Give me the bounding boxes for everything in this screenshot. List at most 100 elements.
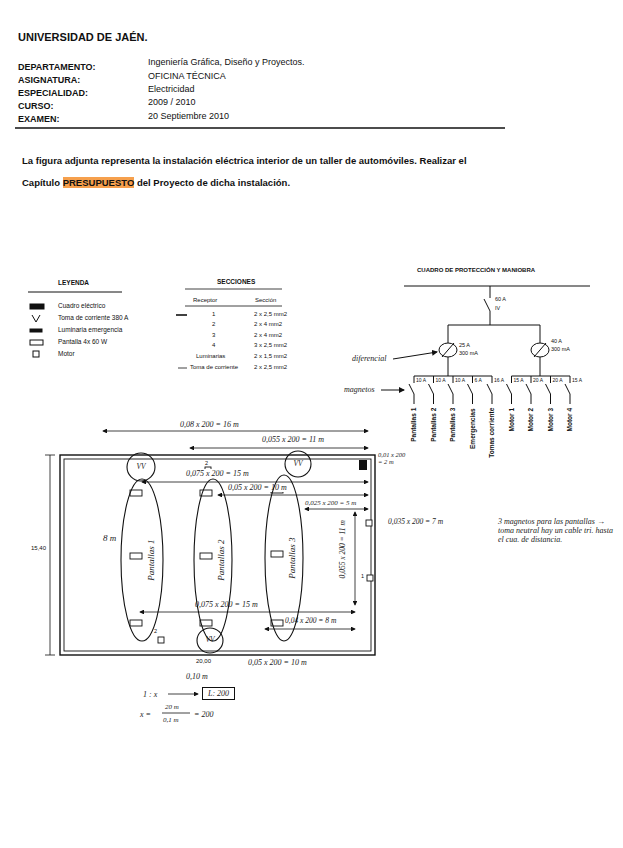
header-field: CURSO:: [18, 101, 54, 111]
breaker-rating: 300 mA: [459, 350, 478, 356]
workshop-wall: [60, 455, 375, 655]
panel-wiring: [414, 394, 415, 404]
legend-symbol: [33, 351, 39, 357]
dimension-line: [218, 495, 368, 496]
breaker-rating: 300 mA: [551, 346, 570, 352]
legend-symbol: [28, 292, 122, 357]
dimension-text: 0,08 x 200 = 16 m: [180, 420, 239, 429]
emergency-circle: VV: [126, 452, 156, 482]
node-outline: [194, 479, 232, 641]
emergency-circle: VV: [284, 450, 312, 478]
panel-wiring: [429, 384, 434, 394]
fixture-symbol: [200, 553, 212, 559]
dimension-line: [190, 448, 368, 449]
emergency-label: VV: [136, 463, 145, 472]
fixture-symbol: [130, 487, 283, 626]
panel-wiring: [381, 390, 404, 391]
handwritten-calc: 0,10 m: [186, 672, 208, 681]
handwritten-calc: 15,40: [31, 545, 46, 552]
table-cell: Toma de corriente: [190, 364, 238, 371]
panel-wiring: [381, 286, 590, 404]
panel-wiring: [448, 325, 449, 343]
table-heading: LEYENDA: [58, 279, 89, 286]
panel-wiring: [409, 384, 414, 394]
statement-paragraph: La figura adjunta representa la instalac…: [22, 150, 522, 194]
table-rule: [185, 306, 282, 307]
dimension-line: [45, 455, 55, 456]
table-cell: Receptor: [193, 297, 217, 304]
node-outline: [197, 628, 223, 653]
table-cell: 2 x 2,5 mm2: [254, 311, 287, 318]
switchboard-symbol: [359, 460, 367, 470]
dimension-text: 0,01 x 200 = 2 m: [378, 451, 406, 466]
dimension-text: 0,075 x 200 = 15 m: [186, 469, 249, 478]
table-cell: Sección: [255, 297, 276, 304]
panel-wiring: [492, 394, 493, 404]
table-cell: 2 x 2,5 mm2: [254, 364, 287, 371]
legend-symbol: [32, 315, 40, 322]
handwritten-calc: 0,1 m: [163, 716, 179, 724]
outlet-symbol: [367, 575, 373, 581]
dimension-text: 0,035 x 200 = 7 m: [388, 518, 443, 527]
panel-wiring: [492, 376, 493, 383]
group-label: Pantallas 1: [147, 539, 157, 580]
dimension-text: 0,04 x 200 = 8 m: [285, 617, 336, 626]
panel-wiring: [531, 394, 532, 404]
table-cell: 2: [212, 321, 215, 328]
dimension-line: [140, 612, 355, 613]
header-field: OFICINA TÉCNICA: [148, 71, 226, 81]
dimension-text: 0,025 x 200 = 5 m: [305, 499, 356, 507]
circuit-name: Tomas corriente: [488, 408, 495, 458]
circuit-name: Pantallas 2: [430, 408, 437, 442]
node-outline: [265, 475, 303, 641]
breaker-rating: 15 A: [514, 378, 524, 384]
panel-wiring: [540, 325, 541, 343]
emergency-label: VV: [293, 460, 302, 469]
handwritten-calc: 8 m: [103, 533, 116, 543]
dimension-line: [355, 512, 356, 605]
panel-wiring: [433, 376, 434, 383]
workshop-wall: [64, 459, 371, 651]
dimension-text: 0,055 x 200 = 11 m: [262, 435, 324, 444]
dimension-text: 0,05 x 200 = 10 m: [248, 658, 307, 667]
panel-wiring: [439, 343, 457, 357]
node-outline: [193, 478, 233, 642]
table-cell: 4: [212, 342, 215, 349]
legend-symbol: [30, 329, 42, 332]
scale-label: L: 200: [208, 689, 229, 698]
legend-text: Pantalla 4x 60 W: [58, 338, 107, 345]
panel-wiring: [414, 376, 415, 383]
outlet-symbol: [158, 467, 373, 643]
header-field: DEPARTAMENTO:: [18, 62, 96, 72]
table-cell: 3: [212, 332, 215, 339]
table-cell: 2 x 1,5 mm2: [254, 353, 287, 360]
lamp-group-ellipse: Pantallas 1: [120, 478, 164, 642]
node-outline: [285, 451, 311, 477]
panel-wiring: [468, 384, 473, 394]
university-name: UNIVERSIDAD DE JAÉN.: [18, 31, 148, 44]
callout-number: 2: [205, 460, 208, 466]
header-rule: [15, 128, 505, 129]
dimension-text: 0,05 x 200 = 10 m: [228, 483, 287, 492]
panel-wiring: [448, 325, 540, 326]
panel-wiring: [511, 376, 512, 383]
fixture-symbol: [130, 553, 142, 559]
panel-wiring: [570, 394, 571, 404]
panel-wiring: [484, 299, 490, 311]
panel-wiring: [433, 394, 434, 404]
header-field: Electricidad: [148, 84, 195, 94]
dimension-line: [103, 431, 368, 432]
panel-wiring: [531, 343, 549, 357]
panel-wiring: [507, 384, 512, 394]
panel-wiring: [487, 384, 492, 394]
table-cell: 2 x 4 mm2: [254, 332, 282, 339]
panel-wiring: [550, 376, 551, 383]
node-outline: [127, 453, 155, 481]
callout-number: 2: [154, 628, 157, 634]
panel-wiring: [546, 384, 551, 394]
breaker-rating: 20 A: [533, 378, 543, 384]
legend-text: Motor: [58, 350, 75, 357]
circuit-name: Pantallas 1: [410, 408, 417, 442]
breaker-rating: 16 A: [494, 378, 504, 384]
dimension-line: [162, 713, 190, 714]
